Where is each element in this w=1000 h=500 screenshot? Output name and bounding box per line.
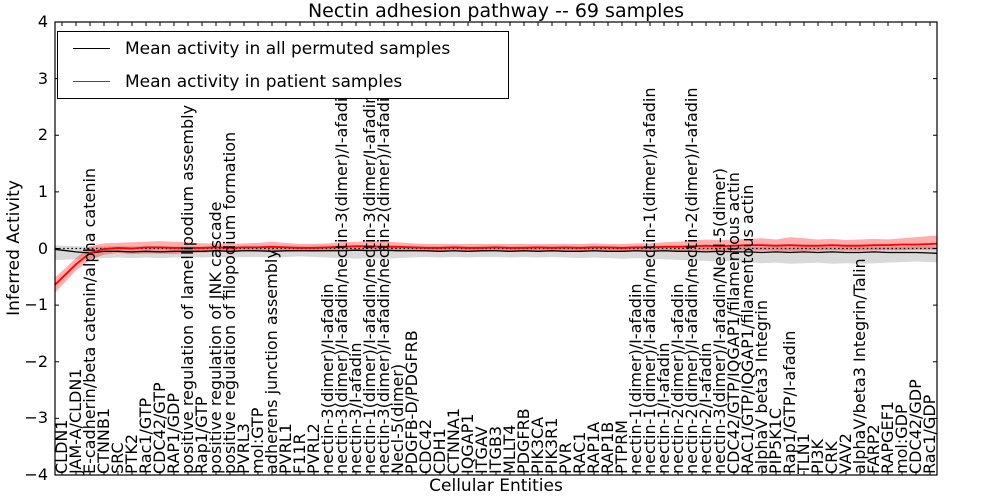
x-axis-title: Cellular Entities [429, 476, 563, 496]
legend-label-patient: Mean activity in patient samples [125, 71, 403, 92]
axis-frame [54, 21, 938, 476]
series-line-patient [54, 242, 938, 286]
y-tick-label: −2 [24, 351, 48, 371]
y-tick-label: 0 [37, 238, 48, 258]
legend-row-permuted: Mean activity in all permuted samples [58, 32, 508, 65]
series-band-permuted [55, 245, 937, 264]
y-tick-label: −1 [24, 295, 48, 315]
legend-line-patient-icon [73, 81, 110, 82]
legend-line-permuted-icon [73, 48, 110, 49]
series-band-patient [55, 235, 937, 293]
legend-label-permuted: Mean activity in all permuted samples [125, 38, 451, 59]
legend: Mean activity in all permuted samples Me… [57, 31, 509, 99]
legend-row-patient: Mean activity in patient samples [58, 65, 508, 98]
y-tick-label: 1 [37, 181, 48, 201]
y-tick-label: 3 [37, 68, 48, 88]
chart-title: Nectin adhesion pathway -- 69 samples [307, 0, 685, 22]
y-tick-label: 4 [37, 12, 48, 31]
y-tick-label: −3 [24, 408, 48, 428]
y-tick-label: −4 [24, 465, 48, 484]
x-tick-label: Rac1/GDP [920, 394, 939, 474]
y-tick-label: 2 [37, 125, 48, 145]
series-line-permuted [54, 248, 938, 254]
